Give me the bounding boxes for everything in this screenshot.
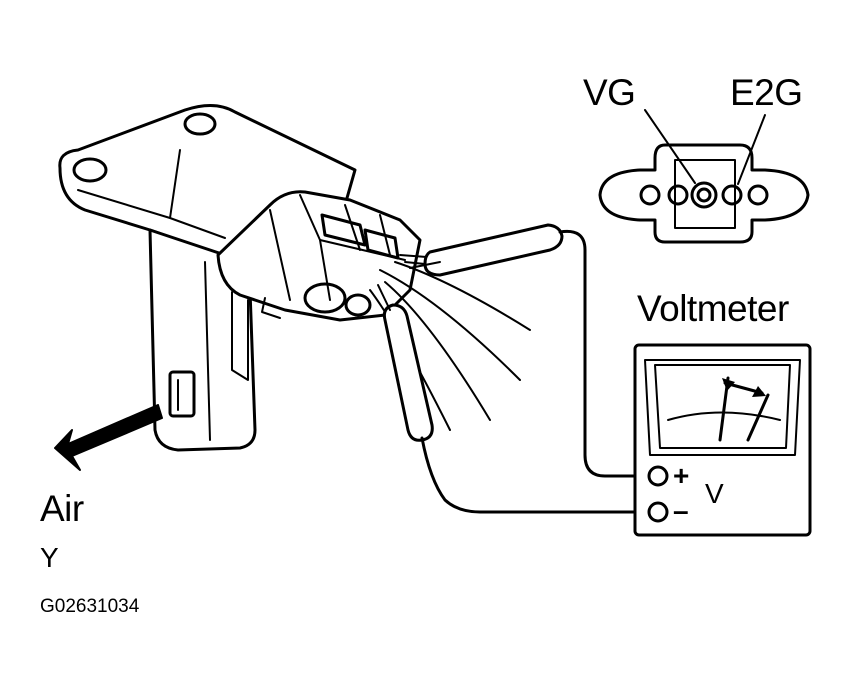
voltmeter: [633, 343, 812, 537]
arrow-icon: [54, 404, 163, 471]
figure-code: G02631034: [40, 596, 140, 617]
volt-unit-label: V: [705, 478, 724, 509]
air-label: Air: [40, 488, 84, 529]
positive-probe: [409, 223, 650, 478]
voltmeter-label: Voltmeter: [637, 288, 789, 329]
y-label: Y: [40, 542, 59, 573]
connector-face: [598, 109, 810, 244]
negative-probe: [377, 284, 650, 514]
vg-label: VG: [583, 72, 636, 113]
air-flow-meter: [58, 104, 531, 452]
minus-terminal-label: –: [673, 495, 689, 526]
e2g-label: E2G: [730, 72, 803, 113]
plus-terminal-label: +: [673, 460, 690, 491]
